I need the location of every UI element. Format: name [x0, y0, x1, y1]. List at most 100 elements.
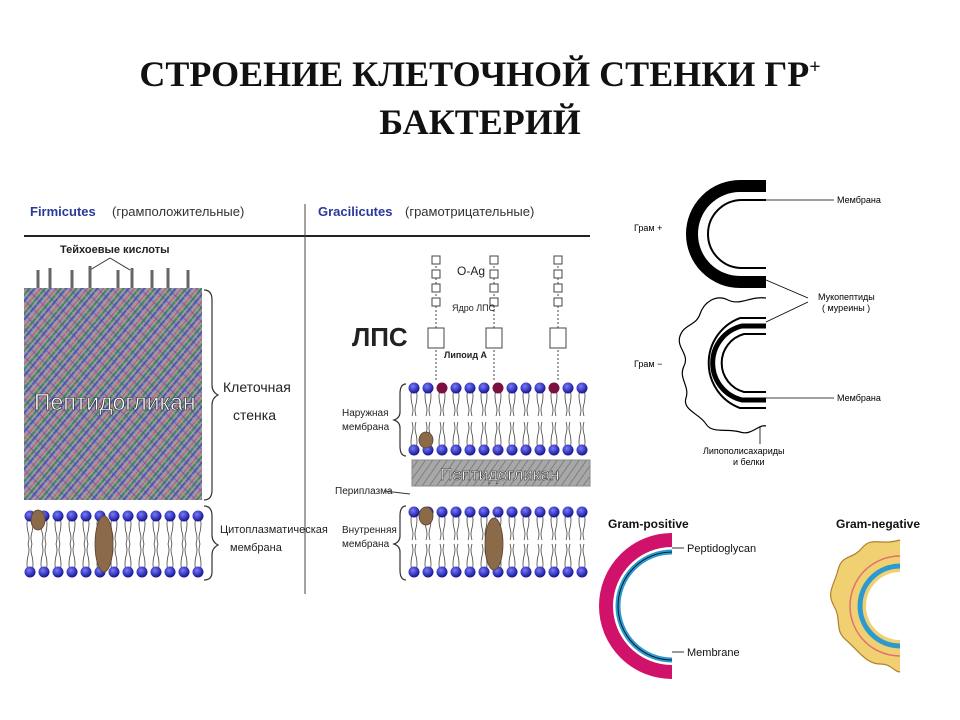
- firmicutes-desc: (грамположительные): [112, 204, 244, 219]
- inner-membrane-label-1: Внутренняя: [342, 525, 397, 536]
- lipid-head: [576, 506, 588, 518]
- lipid-head: [506, 566, 518, 578]
- lipid-head: [478, 566, 490, 578]
- o-ag-label: O-Ag: [457, 264, 485, 278]
- lipid-head: [506, 382, 518, 394]
- lipid-head: [150, 566, 162, 578]
- inner-membrane-bilayer: [408, 506, 588, 578]
- lipid-head: [576, 382, 588, 394]
- lipid-head: [576, 566, 588, 578]
- gracilicutes-desc: (грамотрицательные): [405, 204, 534, 219]
- inner-membrane-brace: [392, 505, 407, 581]
- lipid-head: [408, 382, 420, 394]
- lipid-head: [24, 566, 36, 578]
- lipid-head: [436, 566, 448, 578]
- lipid-head: [108, 510, 120, 522]
- gracilicutes-label: Gracilicutes: [318, 204, 392, 219]
- lipid-head: [122, 566, 134, 578]
- lps-core-label: Ядро ЛПС: [452, 303, 496, 313]
- gram-minus-wavy-lps: [678, 297, 767, 434]
- lipid-head: [464, 444, 476, 456]
- lipid-head: [492, 382, 504, 394]
- teichoic-acids-arrows: [89, 257, 131, 271]
- lps-proteins-label-2: и белки: [733, 457, 765, 467]
- lipid-head: [548, 444, 560, 456]
- membrane-bottom-label: Мембрана: [837, 393, 881, 403]
- lipid-head: [534, 566, 546, 578]
- lipid-head: [520, 382, 532, 394]
- lipid-head: [408, 444, 420, 456]
- mucopeptides-label-2: ( муреины ): [822, 303, 870, 313]
- outer-membrane-label-1: Наружная: [342, 408, 389, 419]
- lipid-head: [52, 566, 64, 578]
- cell-wall-brace: [203, 289, 220, 501]
- peptidoglycan-label: Peptidoglycan: [687, 543, 756, 555]
- lipid-head: [192, 510, 204, 522]
- lps-proteins-label-1: Липополисахариды: [703, 446, 784, 456]
- lipid-head: [464, 506, 476, 518]
- right-bottom-diagram: Gram-positive Gram-negative Peptidoglyca…: [599, 517, 920, 679]
- membrane-protein: [484, 517, 504, 571]
- lipid-a-label: Липоид А: [444, 350, 488, 360]
- lipid-head: [108, 566, 120, 578]
- lipid-head: [178, 510, 190, 522]
- lipid-head: [178, 566, 190, 578]
- mucopeptides-label-1: Мукопептиды: [818, 292, 875, 302]
- outer-membrane-bilayer: [408, 382, 588, 456]
- slide-title: СТРОЕНИЕ КЛЕТОЧНОЙ СТЕНКИ ГР+ БАКТЕРИЙ: [0, 50, 960, 146]
- lipid-head: [534, 444, 546, 456]
- lipid-head: [450, 566, 462, 578]
- title-line1: СТРОЕНИЕ КЛЕТОЧНОЙ СТЕНКИ ГР: [139, 54, 810, 94]
- gram-positive-label: Gram-positive: [608, 517, 689, 531]
- lipid-head: [408, 566, 420, 578]
- lipid-head: [192, 566, 204, 578]
- lipid-head: [136, 510, 148, 522]
- gram-minus-label: Грам −: [634, 359, 662, 369]
- right-top-diagram: Грам + Грам − Мембрана Мукопептиды ( мур…: [634, 180, 881, 467]
- lipid-head: [506, 444, 518, 456]
- lipid-head: [422, 382, 434, 394]
- cell-wall-label-2: стенка: [233, 407, 276, 423]
- lipid-head: [450, 444, 462, 456]
- lipid-head: [436, 382, 448, 394]
- lipid-head: [164, 566, 176, 578]
- gram-minus-outer-line: [707, 317, 766, 409]
- lipid-head: [492, 506, 504, 518]
- lipid-head: [150, 510, 162, 522]
- lipid-head: [562, 382, 574, 394]
- gram-negative-membrane-arc: [857, 563, 901, 649]
- lipid-head: [52, 510, 64, 522]
- lipid-head: [436, 506, 448, 518]
- lipid-head: [534, 382, 546, 394]
- teichoic-acids-label: Тейхоевые кислоты: [60, 244, 170, 256]
- gram-negative-peptidoglycan-arc: [849, 555, 901, 657]
- firmicutes-label: Firmicutes: [30, 204, 96, 219]
- lipid-head: [520, 566, 532, 578]
- lipid-head: [80, 510, 92, 522]
- lipid-head: [478, 382, 490, 394]
- lipid-head: [80, 566, 92, 578]
- lps-label: ЛПС: [352, 322, 408, 352]
- lipid-head: [478, 506, 490, 518]
- peptidoglycan-gn-label: Пептидогликан: [440, 465, 559, 484]
- title-superscript: +: [809, 56, 821, 78]
- left-diagram: Firmicutes (грамположительные) Gracilicu…: [24, 204, 591, 594]
- lipid-head: [492, 444, 504, 456]
- peptidoglycan-gp-label: Пептидогликан: [34, 389, 196, 415]
- lipid-head: [478, 444, 490, 456]
- lipid-head: [562, 444, 574, 456]
- gram-minus-peptidoglycan: [710, 323, 766, 403]
- inner-membrane-label-2: мембрана: [342, 538, 390, 550]
- peptidoglycan-block-gn: [411, 459, 591, 487]
- lipid-head: [534, 506, 546, 518]
- cell-wall-label-1: Клеточная: [223, 379, 291, 395]
- gram-minus-membrane: [720, 333, 766, 393]
- lipid-head: [464, 382, 476, 394]
- lipid-head: [164, 510, 176, 522]
- lipid-head: [562, 506, 574, 518]
- gram-negative-label: Gram-negative: [836, 517, 920, 531]
- periplasm-label: Периплазма: [335, 486, 393, 497]
- lipid-head: [520, 506, 532, 518]
- lipid-head: [450, 506, 462, 518]
